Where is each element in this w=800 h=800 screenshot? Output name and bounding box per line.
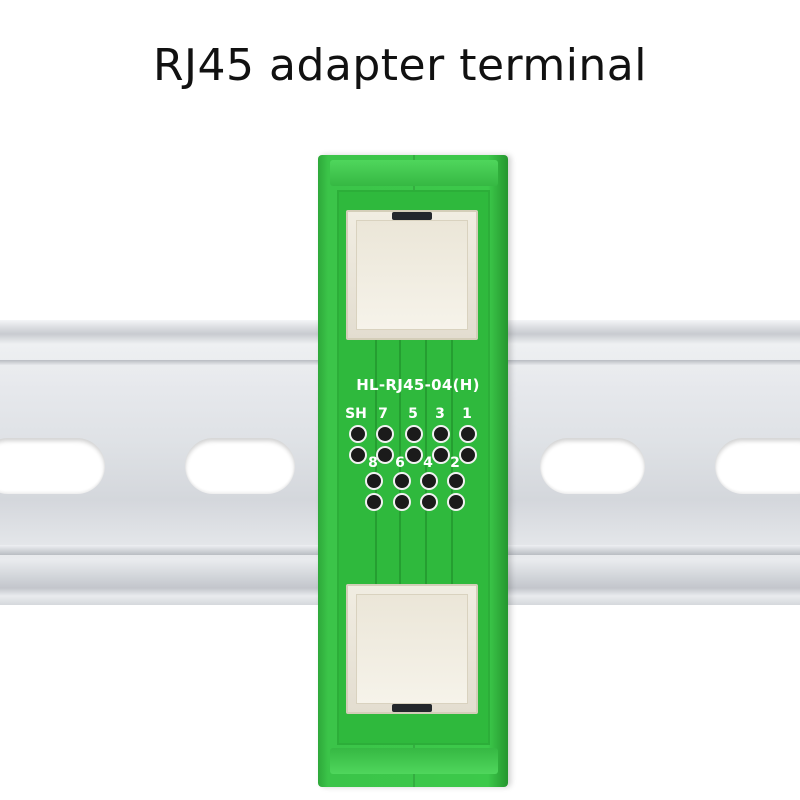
rj45-port-top[interactable] xyxy=(346,210,478,340)
rj45-latch xyxy=(392,212,432,220)
model-label: HL-RJ45-04(H) xyxy=(356,376,480,394)
rail-slot xyxy=(715,438,800,494)
pin-label-3: 3 xyxy=(435,406,445,422)
solder-pad xyxy=(376,425,394,443)
solder-pad xyxy=(376,446,394,464)
solder-pad xyxy=(459,446,477,464)
solder-pad xyxy=(365,472,383,490)
rj45-port-bottom[interactable] xyxy=(346,584,478,714)
pin-label-5: 5 xyxy=(408,406,418,422)
solder-pad xyxy=(393,493,411,511)
solder-pad xyxy=(349,446,367,464)
pin-label-6: 6 xyxy=(395,455,405,471)
solder-pad xyxy=(447,472,465,490)
solder-pad xyxy=(393,472,411,490)
pin-label-8: 8 xyxy=(368,455,378,471)
solder-pad xyxy=(432,425,450,443)
solder-pad xyxy=(365,493,383,511)
housing-bottom-cap xyxy=(330,748,498,774)
pcb-trace xyxy=(451,340,453,600)
housing-top-cap xyxy=(330,160,498,186)
pcb-trace xyxy=(375,340,377,600)
solder-pad xyxy=(405,425,423,443)
solder-pad xyxy=(459,425,477,443)
pin-label-2: 2 xyxy=(450,455,460,471)
page-title: RJ45 adapter terminal xyxy=(152,40,647,91)
pin-label-4: 4 xyxy=(423,455,433,471)
solder-pad xyxy=(432,446,450,464)
rail-slot xyxy=(540,438,645,494)
solder-pad xyxy=(447,493,465,511)
pcb-trace xyxy=(425,340,427,600)
rj45-socket xyxy=(356,594,468,704)
rj45-socket xyxy=(356,220,468,330)
rj45-latch xyxy=(392,704,432,712)
pin-label-sh: SH xyxy=(345,406,367,422)
pin-label-7: 7 xyxy=(378,406,388,422)
solder-pad xyxy=(420,493,438,511)
rail-slot xyxy=(185,438,295,494)
solder-pad xyxy=(420,472,438,490)
pcb-trace xyxy=(399,340,401,600)
pin-label-1: 1 xyxy=(462,406,472,422)
rail-slot xyxy=(0,438,105,494)
solder-pad xyxy=(349,425,367,443)
solder-pad xyxy=(405,446,423,464)
